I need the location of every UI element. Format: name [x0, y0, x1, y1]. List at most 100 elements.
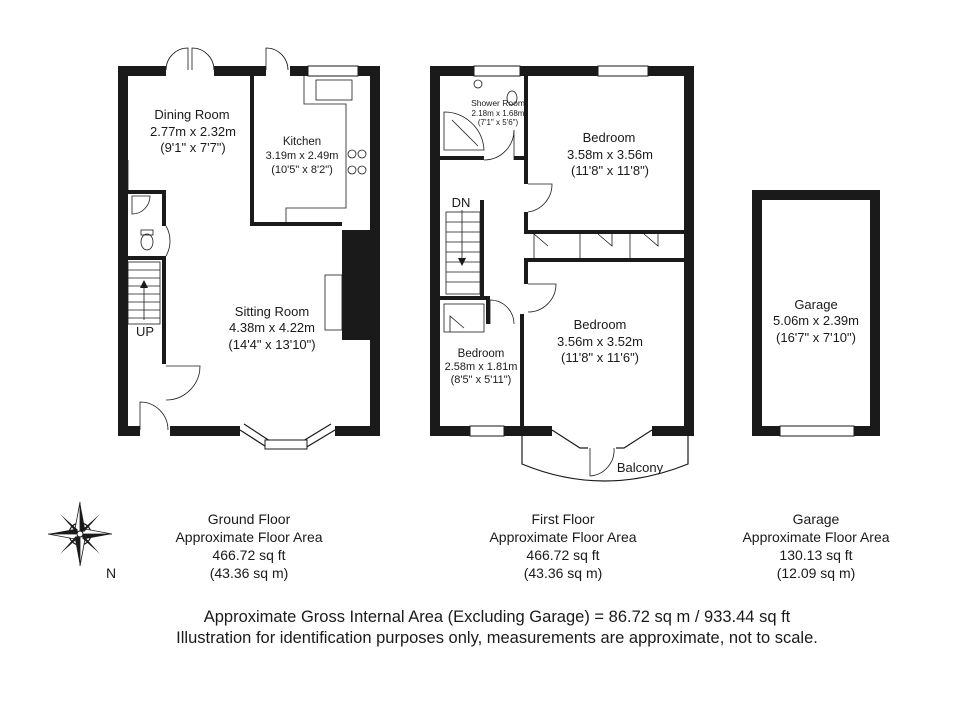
footer-disclaimer: Illustration for identification purposes… — [176, 629, 818, 647]
gf-south-wall-left — [118, 426, 140, 436]
gf-hall-partition-upper — [162, 190, 166, 226]
ff-shower-tray — [443, 111, 485, 151]
gf-hob-ring — [347, 149, 357, 159]
ff-bedroom1-window — [597, 65, 649, 77]
gf-chimney-breast — [342, 230, 370, 340]
ff-south-wall-right — [652, 426, 694, 436]
ff-wardrobe-door — [597, 233, 613, 247]
gf-dining-name: Dining Room — [154, 107, 229, 122]
ff-shower-south-wall — [440, 156, 484, 160]
gf-sitting-name: Sitting Room — [235, 304, 309, 319]
ff-bedroom2-west-upper — [524, 262, 528, 284]
gf-stair-arrow-icon — [140, 280, 148, 288]
gf-south-wall-mid — [170, 426, 240, 436]
garage-east-wall — [870, 190, 880, 436]
footer-gross-area: Approximate Gross Internal Area (Excludi… — [204, 608, 791, 626]
gf-wc-toilet — [140, 233, 154, 251]
ff-bedroom3-door — [489, 299, 515, 325]
gf-kitchen-partition — [250, 76, 254, 226]
ff-shower-window — [473, 65, 521, 77]
ff-bedroom3-metric: 2.58m x 1.81m — [445, 361, 518, 373]
garage-area-title: Garage — [793, 511, 840, 527]
garage-north-wall — [752, 190, 880, 200]
ff-bedroom3-cupboard-wall — [486, 296, 490, 324]
ff-bedroom3-wardrobe — [443, 303, 485, 333]
gf-east-wall — [370, 66, 380, 436]
ff-wardrobe-top — [524, 230, 684, 234]
ff-balcony-door — [589, 447, 615, 477]
gf-west-wall — [118, 66, 128, 436]
ff-bedroom3-wardrobe-door — [449, 315, 465, 332]
ff-north-wall-right — [648, 66, 694, 76]
ff-bedroom2-door — [527, 283, 557, 313]
ff-wardrobe-door — [643, 233, 659, 247]
gf-staircase — [127, 261, 161, 325]
gf-hob-ring — [357, 165, 367, 175]
garage-area-subtitle: Approximate Floor Area — [742, 529, 889, 545]
gf-kitchen-window — [307, 65, 359, 77]
garage-area-sqm: (12.09 sq m) — [777, 565, 856, 581]
ff-south-wall-left — [430, 426, 470, 436]
gf-area-sqm: (43.36 sq m) — [210, 565, 289, 581]
garage-metric: 5.06m x 2.39m — [773, 313, 859, 328]
ff-shower-imperial: (7'1" x 5'6") — [478, 118, 519, 127]
gf-french-door-right — [191, 47, 215, 71]
ff-bedroom1-imperial: (11'8" x 11'8") — [571, 163, 649, 178]
gf-kitchen-metric: 3.19m x 2.49m — [266, 150, 339, 162]
first-floor-plan — [430, 65, 694, 482]
garage-name: Garage — [794, 297, 837, 312]
ff-shower-east-wall — [524, 76, 528, 160]
ff-shower-tray-line — [451, 119, 479, 147]
ff-bedroom2-west-lower — [520, 314, 524, 426]
ff-north-wall-mid — [520, 66, 598, 76]
compass-rose-icon — [47, 501, 113, 567]
gf-kitchen-worktop — [285, 76, 347, 226]
ff-bedroom1-name: Bedroom — [583, 130, 636, 145]
ff-area-sqm: (43.36 sq m) — [524, 565, 603, 581]
gf-stair-top-wall — [128, 256, 166, 260]
gf-stair-label: UP — [136, 324, 154, 339]
ff-shower-south-wall-right — [514, 156, 528, 160]
ff-bay-left — [551, 429, 588, 449]
garage-south-wall-left — [752, 426, 780, 436]
compass-north-label: N — [106, 565, 116, 581]
ff-bedroom3-window — [469, 425, 505, 437]
ff-area-title: First Floor — [532, 511, 595, 527]
garage-plan — [752, 190, 880, 437]
gf-hall-partition-lower — [162, 256, 166, 364]
ff-north-wall-left — [430, 66, 474, 76]
gf-kitchen-name: Kitchen — [283, 136, 321, 148]
gf-sitting-room-door — [165, 365, 201, 401]
gf-hob-ring — [347, 165, 357, 175]
gf-area-sqft: 466.72 sq ft — [212, 547, 285, 563]
garage-south-wall-right — [854, 426, 880, 436]
garage-area-sqft: 130.13 sq ft — [779, 547, 852, 563]
ff-bedroom3-north-wall — [440, 296, 490, 300]
ff-bedroom1-metric: 3.58m x 3.56m — [567, 147, 653, 162]
ff-landing-east-upper — [524, 160, 528, 184]
ff-wardrobe-door — [533, 233, 549, 258]
gf-bay-window-inner — [243, 423, 332, 442]
gf-wc-cistern — [140, 229, 154, 236]
ff-stair-label: DN — [452, 195, 471, 210]
ff-area-sqft: 466.72 sq ft — [526, 547, 599, 563]
gf-hob-ring — [357, 149, 367, 159]
ff-shower-basin — [473, 79, 483, 89]
gf-french-door-left — [165, 47, 189, 71]
ff-shower-toilet — [506, 90, 518, 106]
gf-north-wall-mid — [214, 66, 266, 76]
ff-shower-door — [483, 129, 515, 161]
garage-door — [779, 425, 855, 437]
garage-west-wall — [752, 190, 762, 436]
gf-south-wall-right — [335, 426, 380, 436]
ff-west-wall — [430, 66, 440, 436]
gf-front-door — [139, 401, 169, 431]
gf-back-door — [265, 47, 289, 71]
ff-bay-right — [616, 429, 653, 449]
gf-kitchen-sink — [315, 79, 353, 101]
gf-sitting-imperial: (14'4" x 13'10") — [228, 337, 315, 352]
gf-kitchen-imperial: (10'5" x 8'2") — [271, 164, 333, 176]
gf-area-subtitle: Approximate Floor Area — [175, 529, 322, 545]
ff-stair-arrow-icon — [458, 258, 466, 266]
